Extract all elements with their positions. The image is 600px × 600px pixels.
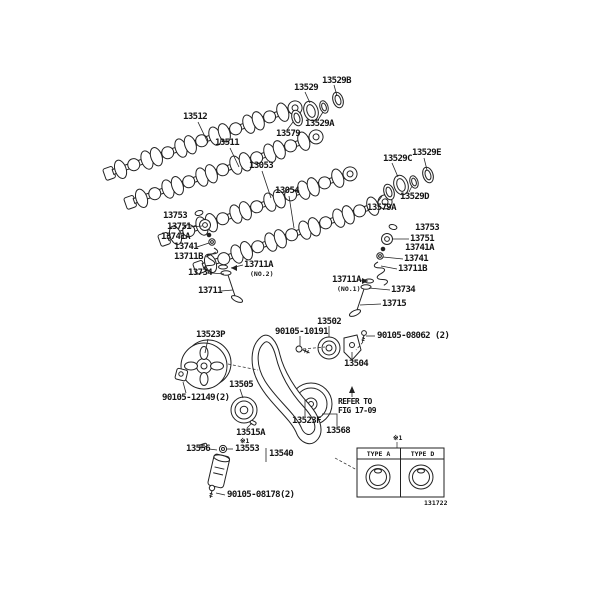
part-label-13515a: 13515A [236, 428, 266, 438]
part-label-13751-left: 13751 [167, 222, 192, 232]
part-label-13741-right: 13741 [404, 254, 429, 264]
part-label-13529: 13529 [294, 83, 319, 93]
timing-belt-drawing [252, 335, 321, 443]
part-label-13711b-left: 13711B [174, 252, 204, 262]
part-label-13529c: 13529C [383, 154, 413, 164]
idler-13505-drawing [231, 397, 257, 426]
part-label-13741a-right: 13741A [405, 243, 435, 253]
part-label-13711a-left: 13711A [244, 260, 274, 270]
part-label-13579a: 13579A [367, 203, 397, 213]
part-label-13502: 13502 [317, 317, 342, 327]
inset-header-type-a: TYPE A [366, 450, 391, 458]
part-label-13568: 13568 [326, 426, 351, 436]
part-label-13540: 13540 [269, 449, 294, 459]
idler-13502-drawing [295, 337, 340, 359]
part-label-13512: 13512 [183, 112, 208, 122]
part-label-13753-left: 13753 [163, 211, 188, 221]
bracket-13504-drawing [344, 330, 367, 360]
part-label-13529d: 13529D [400, 192, 430, 202]
note-marker-inset: ※1 [393, 434, 403, 442]
inset-header-type-d: TYPE D [410, 450, 435, 458]
part-label-13505: 13505 [229, 380, 254, 390]
part-label-13741-left: 13741 [174, 242, 199, 252]
part-label-13523p: 13523P [196, 330, 226, 340]
part-label-13751-right: 13751 [410, 234, 435, 244]
refer-note-line2: FIG 17-09 [338, 406, 377, 415]
leader-lines [183, 85, 427, 495]
part-label-13734-left: 13734 [188, 268, 213, 278]
part-label-13504: 13504 [344, 359, 369, 369]
part-label-13711a-right: 13711A [332, 275, 362, 285]
part-label-13511: 13511 [215, 138, 240, 148]
part-label-13529b: 13529B [322, 76, 352, 86]
part-label-13734-right: 13734 [391, 285, 416, 295]
part-label-90105-10191: 90105-10191 [275, 327, 329, 337]
part-label-13529a: 13529A [305, 119, 335, 129]
part-label-13711b-right: 13711B [398, 264, 428, 274]
part-label-13741a-left: 13741A [161, 232, 191, 242]
figure-code: 131722 [424, 499, 448, 507]
part-label-13556: 13556 [186, 444, 211, 454]
part-label-13553: 13553 [235, 444, 260, 454]
part-note-13711a-left: (NO.2) [250, 270, 274, 278]
part-label-13715: 13715 [382, 299, 407, 309]
part-label-13054: 13054 [275, 186, 300, 196]
note-marker-13553: ※1 [240, 437, 250, 445]
part-label-13753-right: 13753 [415, 223, 440, 233]
leader-arrowheads [231, 265, 368, 393]
refer-note-line1: REFER TO [338, 397, 372, 406]
cam-pulley-drawing [181, 340, 231, 389]
part-label-90105-08178: 90105-08178(2) [227, 490, 295, 500]
part-note-13711a-right: (NO.1) [337, 285, 361, 293]
type-inset-box [357, 448, 444, 497]
part-label-13711: 13711 [198, 286, 223, 296]
part-label-13523f: 13523F [292, 416, 322, 426]
part-label-13529e: 13529E [412, 148, 442, 158]
tensioner-13540-drawing [200, 443, 231, 499]
bolt-90105-12149-drawing [175, 368, 188, 381]
part-label-13053: 13053 [249, 161, 274, 171]
part-label-90105-08062: 90105-08062 (2) [377, 331, 450, 341]
part-label-13579: 13579 [276, 129, 301, 139]
part-label-90105-12149: 90105-12149(2) [162, 393, 230, 403]
